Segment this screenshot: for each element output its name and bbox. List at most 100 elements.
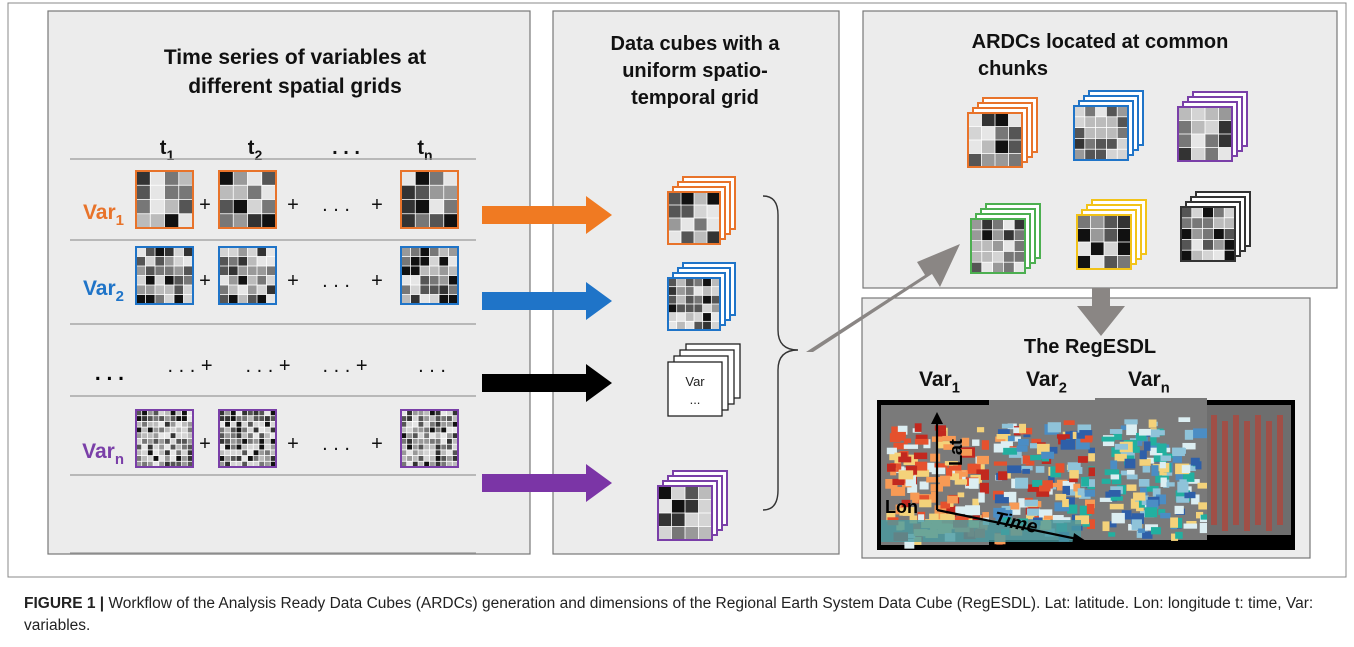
grid-cell [711, 313, 720, 321]
grid-cell [694, 192, 707, 205]
cube-pixel [1160, 512, 1171, 519]
grid-cell [441, 410, 447, 416]
grid-cell [429, 266, 439, 276]
grid-cell [242, 456, 248, 461]
grid-cell [147, 427, 153, 433]
cube-pixel [926, 476, 941, 483]
grid-cell [452, 456, 458, 461]
cube-pixel [1062, 499, 1069, 508]
grid-cell [219, 410, 225, 416]
ardc-stack-5-front [1180, 206, 1236, 262]
cube-pixel [1149, 447, 1163, 456]
grid-cell [228, 294, 238, 304]
cube-pixel [1029, 455, 1044, 461]
grid-cell [441, 461, 447, 467]
plus-sign: + [199, 270, 211, 292]
grid-cell [164, 214, 179, 228]
cube-pixel [915, 495, 930, 504]
cube-pixel [1200, 514, 1212, 520]
cube-depth-stripe [1266, 421, 1272, 531]
grid-cell [1106, 106, 1117, 117]
cube-pixel [1084, 489, 1096, 497]
grid-cell [1104, 255, 1118, 269]
grid-cell [685, 526, 699, 540]
cube-pixel [1162, 462, 1170, 473]
ardc-stack-4-front-border [1076, 214, 1132, 270]
grid-cell [1074, 149, 1085, 160]
grid-cell [1205, 120, 1219, 134]
grid-cell [448, 294, 458, 304]
grid-cell [230, 444, 236, 450]
cube-pixel [1181, 465, 1191, 474]
grid-cell [671, 526, 685, 540]
row-1-grid-2-bg [401, 247, 458, 304]
cube-pixel [914, 423, 922, 432]
cube-pixel [904, 538, 915, 549]
ardc-stack-1-front-border [1073, 105, 1129, 161]
grid-cell [242, 410, 248, 416]
grid-cell [164, 256, 174, 266]
grid-cell [219, 171, 233, 185]
cube-pixel [976, 469, 990, 474]
grid-cell [412, 461, 418, 467]
grid-cell [703, 287, 711, 295]
grid-cell [142, 427, 147, 433]
grid-cell [420, 256, 430, 266]
row-0-grid-2 [400, 170, 459, 229]
time-header-0-sub: 1 [166, 147, 174, 163]
cube-pixel [1111, 512, 1125, 524]
grid-cell [1003, 219, 1014, 230]
row-3-grid-2 [400, 409, 459, 468]
grid-cell [410, 247, 420, 257]
grid-cell [176, 450, 182, 456]
cube-pixel [886, 510, 896, 522]
grid-cell [1178, 120, 1192, 134]
grid-cell [270, 433, 276, 439]
cube-pixel [1019, 465, 1033, 471]
grid-cell [187, 421, 193, 427]
row-arrow-1 [482, 282, 612, 320]
cube-pixel [1146, 442, 1160, 450]
grid-cell [401, 256, 411, 266]
cube-pixel [1027, 484, 1040, 492]
grid-cell [424, 427, 430, 433]
cube-pixel [939, 475, 951, 487]
grid-cell [1014, 241, 1025, 251]
grid-cell [1106, 138, 1117, 149]
grid-cell [401, 266, 411, 276]
grid-cell [401, 450, 407, 456]
grid-cell [257, 294, 267, 304]
time-header-3-sub: n [424, 147, 433, 163]
grid-cell [429, 433, 435, 439]
time-axis-line [936, 508, 1083, 542]
grid-cell [164, 427, 170, 433]
grid-cell [981, 153, 995, 167]
cube-pixel [1001, 510, 1013, 517]
grid-cell [671, 499, 685, 513]
cube-pixel [947, 495, 958, 504]
grid-cell [1085, 138, 1096, 149]
time-header-2: . . . [332, 137, 360, 159]
panel-ardcs-title-1: ARDCs located at common [972, 31, 1229, 53]
grid-cell [1213, 239, 1224, 250]
cube-pixel [1109, 521, 1117, 528]
grid-cell [401, 427, 407, 433]
cube-pixel [924, 462, 935, 473]
grid-cell [677, 304, 685, 313]
grid-cell [671, 486, 685, 500]
grid-cell [441, 438, 447, 444]
grid-cell [136, 247, 146, 257]
grid-cell [993, 241, 1003, 251]
row-3-grid-1-border [218, 409, 277, 468]
cube-pixel [1104, 469, 1120, 476]
grid-cell [447, 410, 452, 416]
grid-cell [401, 199, 415, 214]
grid-cell [407, 416, 412, 421]
grid-cell [1191, 120, 1205, 134]
grid-cell [1191, 134, 1205, 148]
grid-cell [182, 410, 187, 416]
grid-cell [242, 450, 248, 456]
grid-cell [136, 294, 146, 304]
cube-pixel [918, 514, 925, 522]
